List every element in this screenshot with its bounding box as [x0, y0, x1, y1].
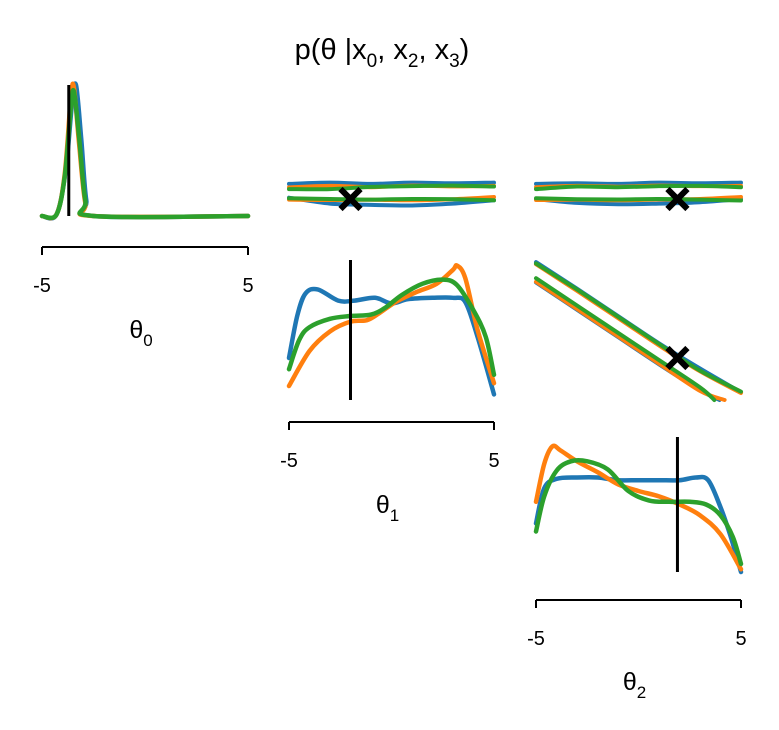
pair-0-1-series-3-contour-1 — [287, 183, 496, 192]
x-tick-label-2-1: 5 — [735, 628, 746, 650]
marginal-panel-2: -5 5 θ2 — [527, 437, 747, 702]
marginal-1-series-1 — [286, 286, 497, 397]
marginal-panel-0: -5 5 θ0 — [33, 81, 254, 350]
x-axis-label-2: θ2 — [623, 668, 646, 702]
pair-1-2-series-3-contour-2 — [534, 261, 743, 394]
truth-marker-0-1 — [338, 186, 363, 212]
x-axis-label-subscript-0: 0 — [143, 331, 152, 350]
x-axis-label-subscript-2: 2 — [637, 683, 646, 702]
x-tick-label-1-1: 5 — [488, 450, 499, 472]
pair-0-1-series-3-contour-2 — [287, 196, 496, 203]
marginal-2-series-3 — [533, 457, 744, 567]
x-tick-label-0-1: 5 — [242, 275, 253, 297]
title-subscript: 2 — [408, 51, 419, 72]
marginal-panel-1: -5 5 θ1 — [280, 260, 500, 525]
figure-title: p(θ |x0, x2, x3) — [295, 34, 470, 72]
x-axis-label-0: θ0 — [129, 316, 152, 350]
title-subscript: 0 — [367, 51, 378, 72]
x-axis-label-1: θ1 — [376, 491, 399, 525]
title-subscript: 3 — [449, 51, 460, 72]
marginal-1-series-3 — [286, 277, 497, 378]
pair-0-2-series-3-contour-1 — [534, 183, 743, 192]
x-tick-label-1-0: -5 — [280, 450, 298, 472]
x-tick-label-2-0: -5 — [527, 628, 545, 650]
truth-marker-1-2 — [665, 345, 690, 371]
pair-0-1-series-1-contour-2 — [287, 195, 496, 208]
pair-0-2-series-3-contour-2 — [534, 196, 743, 203]
pair-1-2-series-2-contour-1 — [534, 279, 727, 402]
x-tick-label-0-0: -5 — [33, 275, 51, 297]
pair-panel-0-1 — [287, 180, 496, 212]
pair-0-2-series-1-contour-2 — [534, 197, 743, 207]
x-axis-label-subscript-1: 1 — [390, 506, 399, 525]
pair-panel-1-2 — [534, 260, 743, 402]
pair-1-2-series-3-contour-1 — [534, 276, 717, 402]
plot-layer: -5 5 θ0 -5 5 θ1 -5 5 θ2 — [33, 81, 747, 702]
pair-panel-0-2 — [534, 180, 743, 212]
pair-0-1-series-1-contour-1 — [287, 180, 496, 186]
pair-0-2-series-1-contour-1 — [534, 180, 743, 186]
marginal-0-series-3 — [39, 87, 251, 221]
marginal-2-series-2 — [533, 443, 744, 572]
marginal-1-series-2 — [286, 262, 497, 389]
truth-marker-0-2 — [665, 186, 690, 212]
marginal-2-series-1 — [533, 474, 744, 575]
